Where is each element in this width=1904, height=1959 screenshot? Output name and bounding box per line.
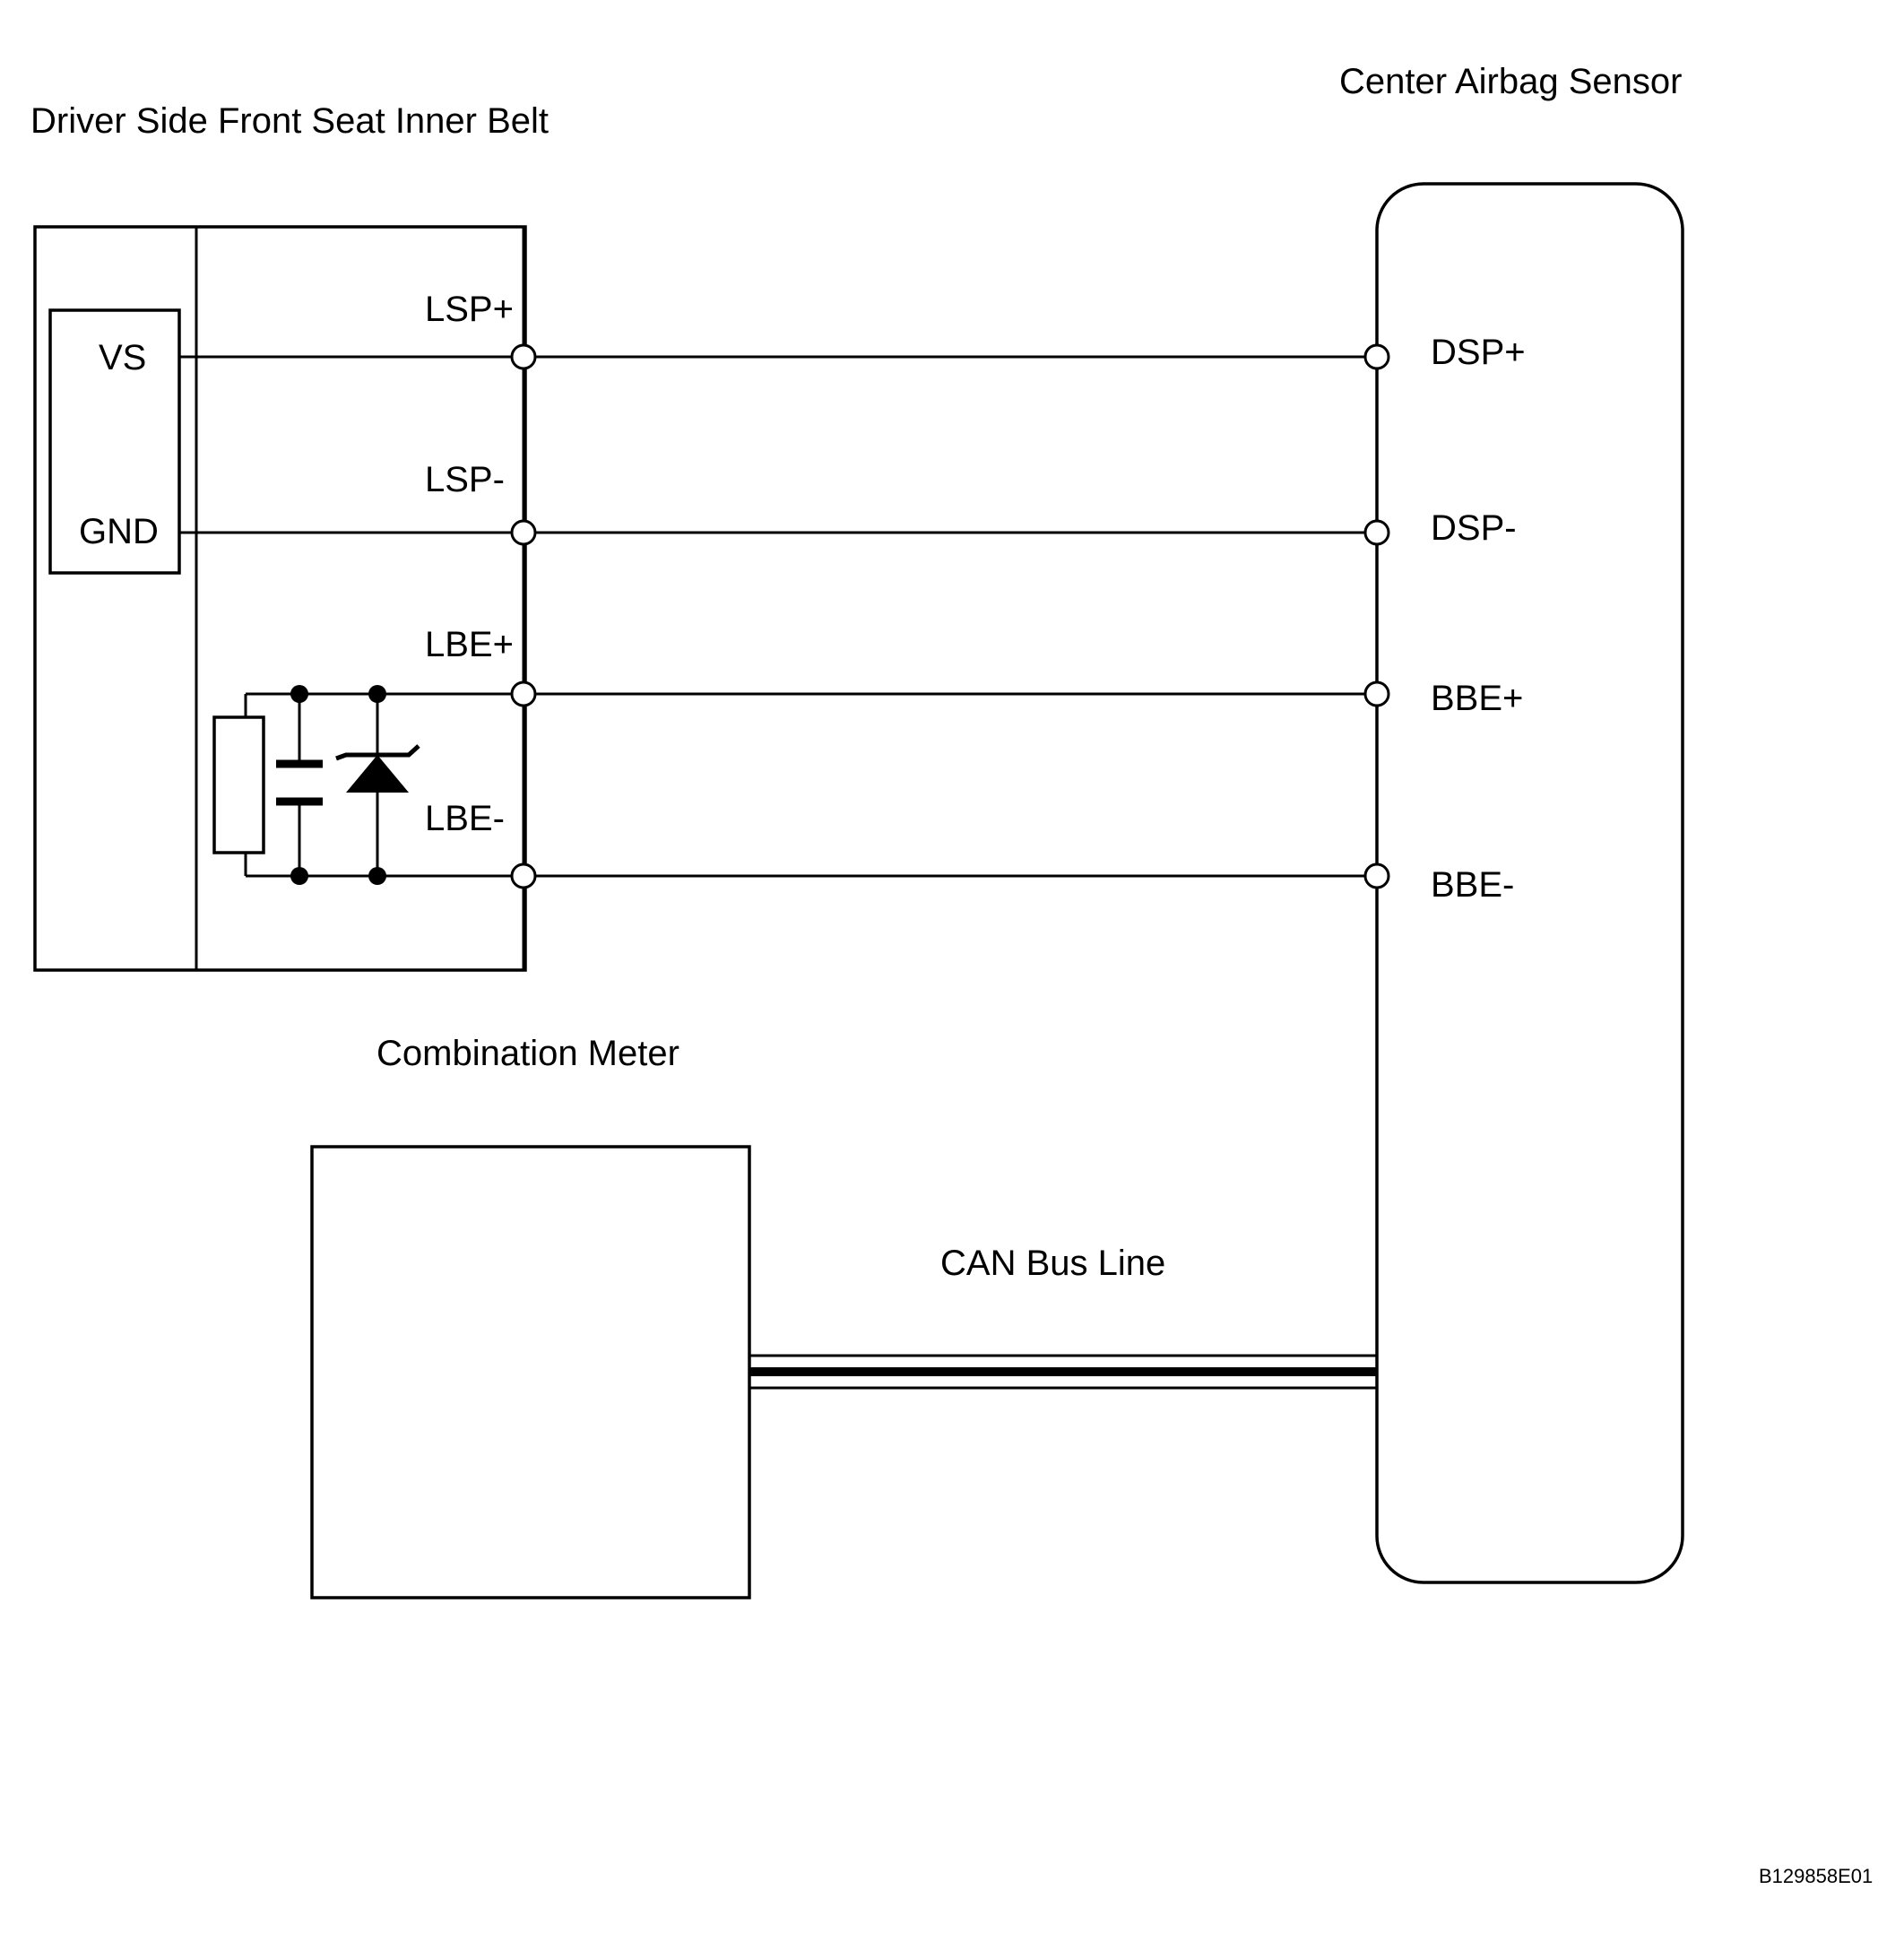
sensor-pin-label: BBE- [1431,865,1514,905]
terminal-bbe-minus [1363,862,1390,889]
seat-belt-box [33,225,527,972]
resistor [212,715,265,854]
terminal-lsp-plus [510,343,537,370]
zener-diode [346,755,409,793]
vs-label: VS [99,338,146,377]
can-bus-line [749,1354,1377,1390]
belt-pin-label: LBE+ [425,625,514,664]
gnd-label: GND [79,512,159,551]
sensor-pin-label: DSP- [1431,508,1517,548]
terminal-dsp-minus [1363,519,1390,546]
combination-meter-box [310,1145,751,1599]
terminal-dsp-plus [1363,343,1390,370]
belt-sensor-network [212,685,524,885]
terminal-bbe-plus [1363,680,1390,707]
belt-pin-label: LSP+ [425,290,514,329]
can-bus-label: CAN Bus Line [940,1244,1165,1283]
sensor-pin-label: DSP+ [1431,333,1526,372]
terminal-lsp-minus [510,519,537,546]
terminal-lbe-minus [510,862,537,889]
terminal-lbe-plus [510,680,537,707]
airbag-sensor-box [1375,182,1684,1584]
belt-pin-label: LBE- [425,799,505,838]
buckle-switch-box [48,308,181,575]
sensor-title: Center Airbag Sensor [1339,62,1682,101]
belt-title: Driver Side Front Seat Inner Belt [30,101,549,141]
figure-code: B129858E01 [1759,1865,1873,1887]
sensor-pin-label: BBE+ [1431,679,1523,718]
meter-title: Combination Meter [376,1034,679,1073]
belt-pin-label: LSP- [425,460,505,499]
